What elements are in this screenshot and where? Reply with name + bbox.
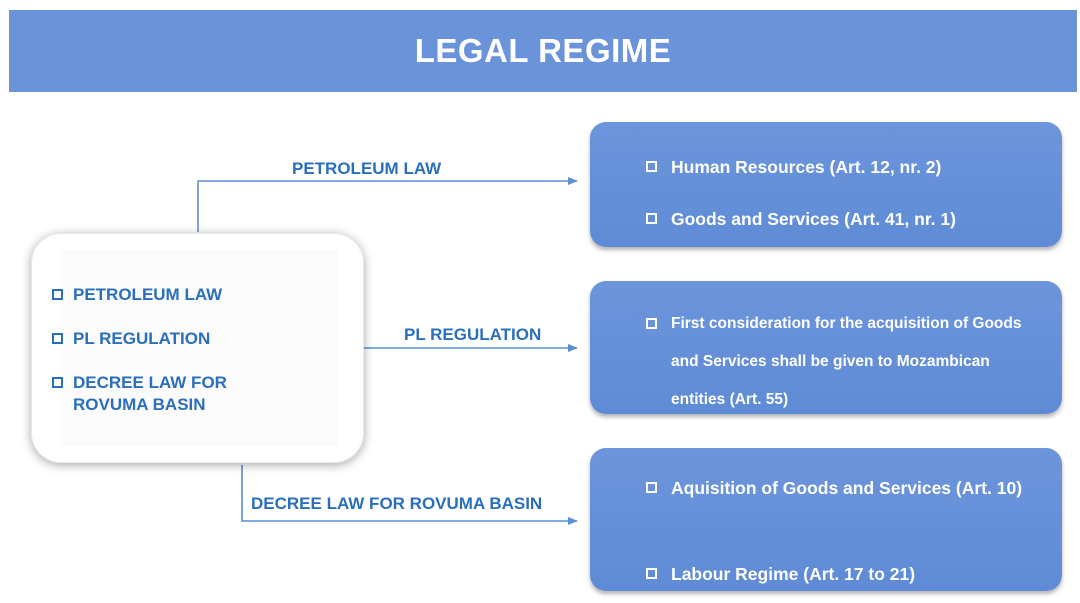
provision-item: First consideration for the acquisition … (646, 305, 1044, 419)
checkbox-bullet-icon (52, 377, 63, 388)
source-item-pl-regulation: PL REGULATION (52, 328, 210, 350)
legal-sources-card (31, 233, 364, 463)
title-banner: LEGAL REGIME (9, 10, 1077, 92)
provision-item: Human Resources (Art. 12, nr. 2) (646, 156, 1044, 178)
checkbox-bullet-icon (646, 161, 657, 172)
page-title: LEGAL REGIME (414, 32, 672, 69)
legal-sources-panel (60, 250, 338, 446)
checkbox-bullet-icon (646, 318, 657, 329)
provision-item: Labour Regime (Art. 17 to 21) (646, 563, 1044, 585)
decree-law-arrow (241, 465, 578, 525)
provision-text: Human Resources (Art. 12, nr. 2) (671, 157, 942, 177)
petroleum-law-arrow (197, 177, 578, 232)
pl-regulation-arrow-label: PL REGULATION (404, 325, 542, 344)
decree-law-provisions-box: Aquisition of Goods and Services (Art. 1… (590, 448, 1062, 591)
checkbox-bullet-icon (646, 568, 657, 579)
provision-text: First consideration for the acquisition … (671, 315, 1022, 408)
provision-text: Aquisition of Goods and Services (Art. 1… (671, 478, 1023, 498)
checkbox-bullet-icon (646, 213, 657, 224)
source-item-label: DECREE LAW FOR ROVUMA BASIN (73, 373, 227, 414)
checkbox-bullet-icon (646, 482, 657, 493)
source-item-label: PETROLEUM LAW (73, 285, 223, 304)
source-item-petroleum-law: PETROLEUM LAW (52, 284, 222, 306)
pl-regulation-provisions-box: First consideration for the acquisition … (590, 281, 1062, 414)
petroleum-law-arrow-label: PETROLEUM LAW (292, 159, 442, 178)
provision-item: Aquisition of Goods and Services (Art. 1… (646, 466, 1044, 510)
source-item-decree-law: DECREE LAW FOR ROVUMA BASIN (52, 372, 272, 416)
checkbox-bullet-icon (52, 333, 63, 344)
checkbox-bullet-icon (52, 289, 63, 300)
source-item-label: PL REGULATION (73, 329, 211, 348)
provision-item: Goods and Services (Art. 41, nr. 1) (646, 208, 1044, 230)
provision-text: Goods and Services (Art. 41, nr. 1) (671, 209, 956, 229)
decree-law-arrow-label: DECREE LAW FOR ROVUMA BASIN (251, 494, 543, 513)
petroleum-law-provisions-box: Human Resources (Art. 12, nr. 2) Goods a… (590, 122, 1062, 247)
provision-text: Labour Regime (Art. 17 to 21) (671, 564, 916, 584)
